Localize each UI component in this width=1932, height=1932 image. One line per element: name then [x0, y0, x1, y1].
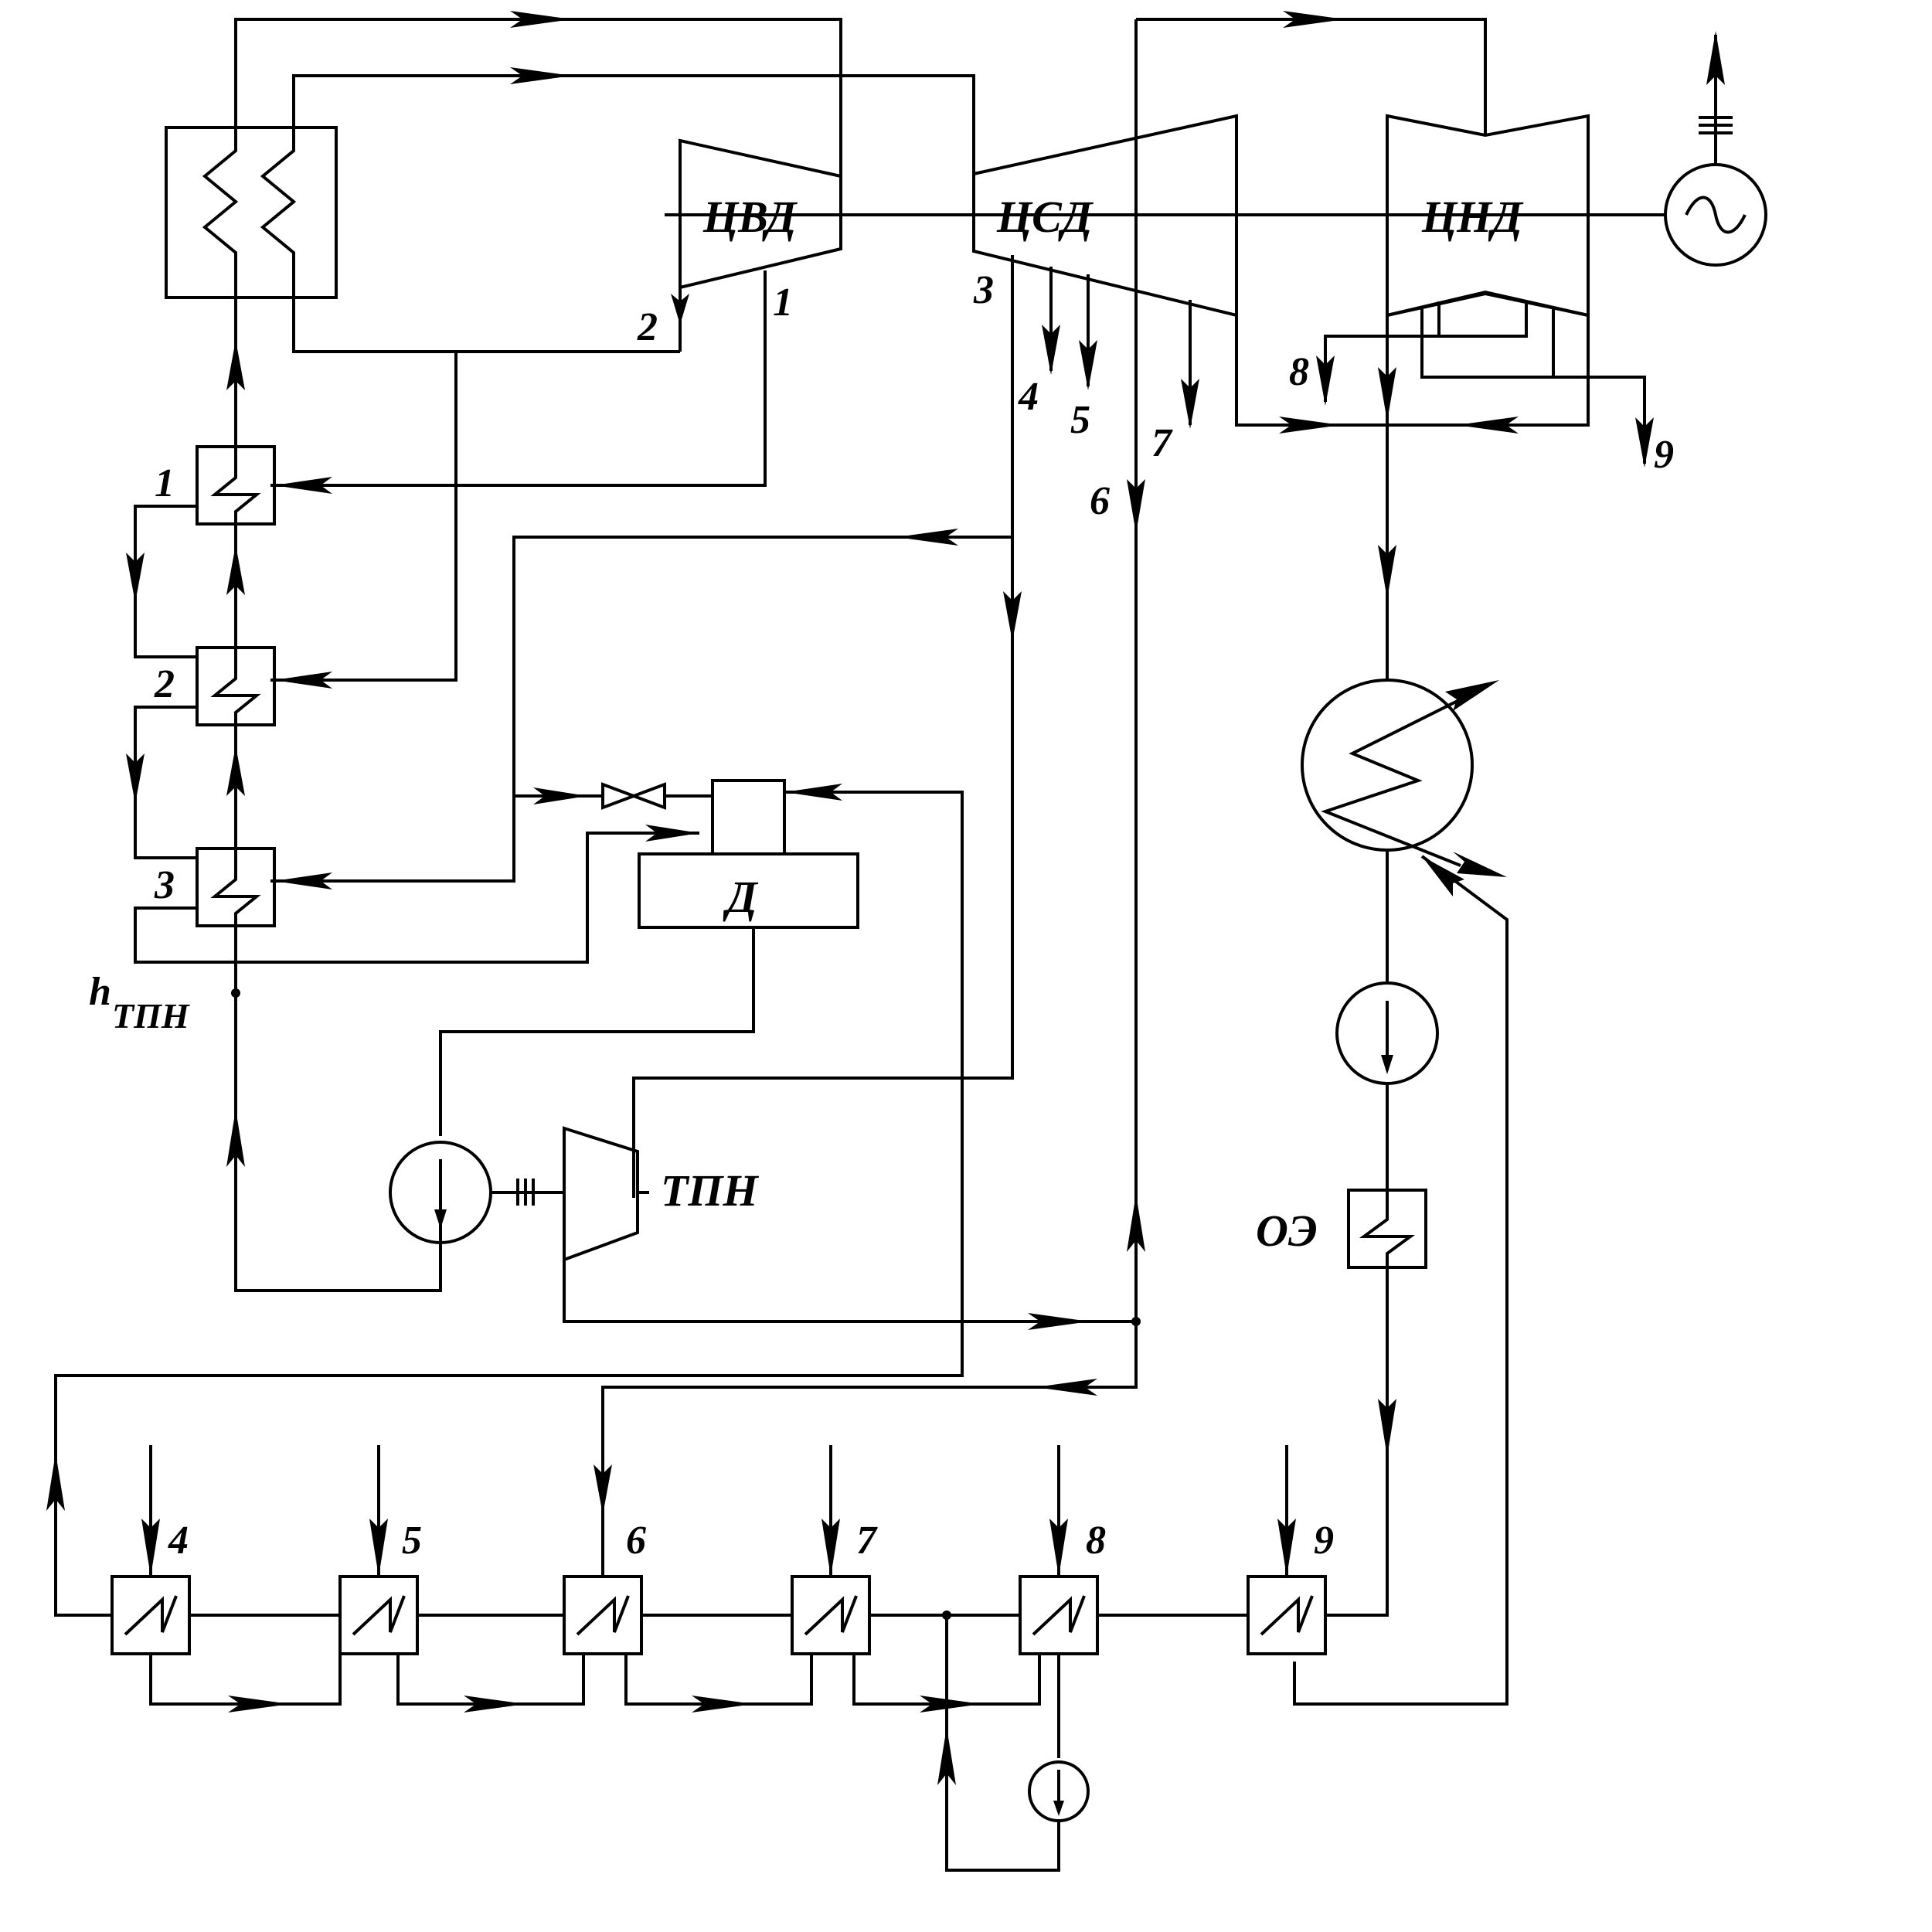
deaerator: Д — [46, 779, 964, 1617]
hp-cylinder-label: ЦВД — [702, 192, 798, 242]
ip-cylinder-label: ЦСД — [996, 192, 1094, 242]
boiler — [165, 19, 680, 353]
feed-pump-turbine: ТПН — [563, 1126, 1141, 1330]
svg-text:2: 2 — [637, 305, 658, 349]
main-steam-line — [234, 11, 842, 216]
condenser — [1293, 679, 1509, 1706]
lp-heater-9: 9 — [1247, 1445, 1334, 1655]
svg-text:9: 9 — [1314, 1519, 1334, 1563]
condensate-line — [189, 1611, 1248, 1620]
condensate-pump — [1335, 981, 1439, 1190]
hp-heater-2: 2 — [154, 646, 276, 726]
lp-cylinder: ЦНД — [1386, 114, 1590, 379]
extraction-1: 1 — [270, 270, 793, 494]
hp-exhaust: 2 — [637, 287, 689, 352]
hp-cylinder: ЦВД — [679, 138, 842, 290]
ejector-cooler: ОЭ — [1256, 1189, 1427, 1617]
lp-cylinder-label: ЦНД — [1421, 192, 1524, 242]
svg-text:5: 5 — [402, 1519, 422, 1563]
svg-text:6: 6 — [626, 1519, 646, 1563]
extraction-6-line: 6 — [594, 11, 1487, 1519]
lp-drains — [149, 1615, 1090, 1872]
svg-text:4: 4 — [168, 1519, 189, 1563]
svg-text:3: 3 — [154, 863, 175, 907]
svg-text:6: 6 — [1090, 479, 1110, 523]
svg-text:1: 1 — [773, 281, 793, 325]
lp-heater-6: 6 — [563, 1519, 646, 1655]
svg-text:1: 1 — [155, 461, 175, 505]
hp-heater-3: 3 — [154, 847, 276, 927]
feedwater-hp-line: h ТПН — [89, 301, 442, 1292]
deaerator-label: Д — [723, 872, 759, 922]
lp-exhaust — [1378, 315, 1396, 680]
crossover — [1235, 315, 1590, 434]
svg-text:7: 7 — [1151, 421, 1173, 465]
hp-heater-1: 1 — [155, 445, 276, 526]
svg-text:h: h — [89, 970, 111, 1014]
feed-pump — [389, 1141, 564, 1244]
hp-drains — [126, 505, 699, 964]
svg-text:7: 7 — [856, 1519, 878, 1563]
svg-text:5: 5 — [1070, 398, 1090, 442]
generator — [1664, 31, 1767, 267]
svg-text:4: 4 — [1018, 375, 1039, 419]
lp-heater-7: 7 — [791, 1445, 878, 1655]
lp-heater-4: 4 — [111, 1445, 191, 1655]
lp-heater-5: 5 — [338, 1445, 422, 1655]
svg-text:8: 8 — [1086, 1519, 1106, 1563]
lp-heater-8: 8 — [1019, 1445, 1106, 1655]
svg-text:ТПН: ТПН — [112, 996, 190, 1036]
tpn-label: ТПН — [661, 1165, 760, 1216]
reheat-steam-line — [292, 67, 975, 174]
ip-extractions: 3 4 5 7 — [973, 267, 1199, 465]
svg-text:8: 8 — [1289, 350, 1309, 394]
svg-text:2: 2 — [154, 662, 175, 706]
svg-text:9: 9 — [1654, 433, 1674, 477]
oe-label: ОЭ — [1256, 1206, 1318, 1256]
extraction-3-line — [270, 255, 1022, 1198]
extraction-2-line — [270, 352, 457, 689]
lp-extractions: 8 9 — [1289, 335, 1674, 477]
svg-text:3: 3 — [973, 268, 994, 312]
